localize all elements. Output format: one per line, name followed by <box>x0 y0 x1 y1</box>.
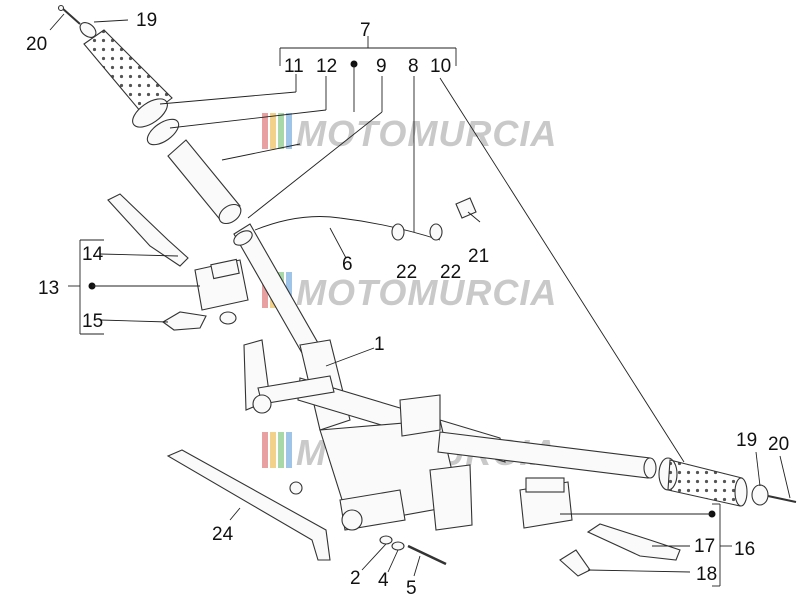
watermark-stripe <box>278 432 284 468</box>
part-label-11: 11 <box>284 56 304 77</box>
left-spacer-ring <box>146 118 180 146</box>
right-master-cylinder <box>519 477 573 529</box>
part-label-20-right: 20 <box>768 434 789 455</box>
throttle-cable <box>254 197 477 241</box>
part-labels: 7 11 12 9 8 10 19 20 14 13 15 6 22 22 21… <box>26 10 789 599</box>
part-label-21: 21 <box>468 246 489 267</box>
part-label-24: 24 <box>212 524 234 545</box>
part-label-1: 1 <box>374 334 385 355</box>
right-bar-end-weight <box>751 484 769 506</box>
long-bolt-5 <box>407 544 447 566</box>
left-clamp <box>161 311 207 331</box>
bolt-2 <box>379 535 393 545</box>
part-label-20-left: 20 <box>26 34 47 55</box>
part-label-22-right: 22 <box>440 262 461 283</box>
part-label-4: 4 <box>378 570 389 591</box>
part-label-8: 8 <box>408 56 419 77</box>
part-label-18: 18 <box>696 564 717 585</box>
leader-lines <box>49 13 791 587</box>
watermark-stripe <box>262 113 268 149</box>
part-label-9: 9 <box>376 56 387 77</box>
part-label-7: 7 <box>360 20 371 41</box>
part-label-22-left: 22 <box>396 262 417 283</box>
right-end-bolt <box>767 495 797 503</box>
right-grip <box>658 457 748 507</box>
watermark-stripe <box>262 272 268 308</box>
part-label-5: 5 <box>406 578 417 599</box>
left-brake-lever <box>107 193 189 267</box>
handlebar-tube-right <box>437 431 657 479</box>
watermark-stripe <box>262 432 268 468</box>
watermark-stripe <box>270 113 276 149</box>
part-label-6: 6 <box>342 254 353 275</box>
watermark-text: MOTOMURCIA <box>296 113 557 154</box>
washer-4 <box>391 541 405 551</box>
part-label-2: 2 <box>350 568 361 589</box>
part-label-16: 16 <box>734 539 755 560</box>
part-label-17: 17 <box>694 536 715 557</box>
part-label-15: 15 <box>82 311 103 332</box>
left-master-cylinder <box>194 258 249 325</box>
right-brake-lever <box>586 523 681 561</box>
watermark-stripe <box>286 432 292 468</box>
right-clamp <box>559 549 591 577</box>
part-label-13: 13 <box>38 278 59 299</box>
throttle-sleeve <box>167 139 242 225</box>
part-label-14: 14 <box>82 244 104 265</box>
part-label-10: 10 <box>430 56 451 77</box>
support-bracket <box>166 449 331 561</box>
watermark-stripe <box>286 113 292 149</box>
left-end-bolt <box>57 4 81 25</box>
nut-small <box>289 481 303 495</box>
part-label-19-left: 19 <box>136 10 157 31</box>
part-label-19-right: 19 <box>736 430 757 451</box>
watermark-stripe <box>286 272 292 308</box>
handlebar-frame <box>233 223 506 531</box>
watermark-stripe <box>270 432 276 468</box>
watermark-stripe <box>278 113 284 149</box>
left-grip <box>83 29 173 128</box>
watermark-text: MOTOMURCIA <box>296 272 557 313</box>
watermark-top: MOTOMURCIA <box>262 113 557 154</box>
part-label-12: 12 <box>316 56 337 77</box>
watermark-middle: MOTOMURCIA <box>262 272 557 313</box>
